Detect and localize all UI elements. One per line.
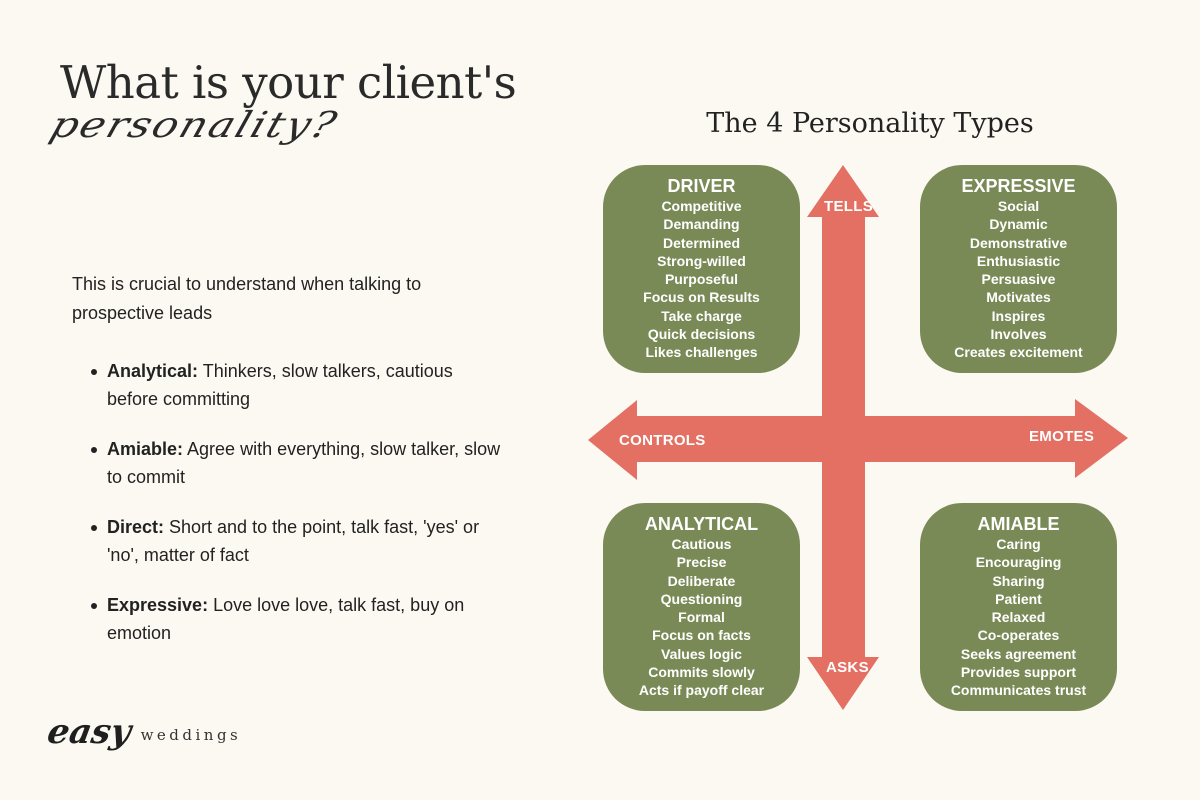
quadrant-title: ANALYTICAL bbox=[644, 514, 759, 534]
trait: Patient bbox=[995, 590, 1042, 607]
quadrant-driver: DRIVER Competitive Demanding Determined … bbox=[603, 165, 800, 373]
trait: Demanding bbox=[663, 216, 740, 233]
horizontal-arrow bbox=[588, 399, 1128, 480]
axis-label-asks: ASKS bbox=[826, 659, 869, 676]
quadrant-amiable: AMIABLE Caring Encouraging Sharing Patie… bbox=[920, 503, 1117, 711]
list-item: Direct: Short and to the point, talk fas… bbox=[88, 513, 508, 569]
trait: Persuasive bbox=[981, 271, 1056, 288]
trait: Enthusiastic bbox=[976, 252, 1061, 269]
trait: Likes challenges bbox=[645, 344, 758, 361]
trait: Caring bbox=[996, 536, 1041, 552]
trait: Communicates trust bbox=[950, 682, 1087, 699]
list-item: Analytical: Thinkers, slow talkers, caut… bbox=[88, 357, 508, 413]
trait: Values logic bbox=[661, 645, 742, 662]
trait: Relaxed bbox=[991, 609, 1046, 626]
trait: Determined bbox=[662, 234, 741, 251]
trait: Precise bbox=[676, 554, 727, 571]
trait: Demonstrative bbox=[969, 234, 1068, 251]
trait: Acts if payoff clear bbox=[638, 682, 765, 699]
list-item-text: Love love love, talk fast, buy on emotio… bbox=[107, 595, 465, 643]
trait: Formal bbox=[678, 609, 725, 626]
list-item: Expressive: Love love love, talk fast, b… bbox=[88, 591, 508, 647]
trait: Strong-willed bbox=[657, 252, 746, 269]
quadrant-analytical: ANALYTICAL Cautious Precise Deliberate Q… bbox=[603, 503, 800, 711]
axis-label-emotes: EMOTES bbox=[1029, 428, 1095, 445]
trait: Competitive bbox=[661, 198, 742, 214]
axis-label-tells: TELLS bbox=[824, 198, 873, 215]
trait: Co-operates bbox=[977, 627, 1060, 644]
list-item-text: Short and to the point, talk fast, 'yes'… bbox=[107, 517, 480, 565]
trait: Focus on Results bbox=[643, 289, 760, 306]
page-title: What is your client's bbox=[60, 56, 517, 109]
trait: Cautious bbox=[671, 536, 732, 552]
list-item-text: Agree with everything, slow talker, slow… bbox=[107, 439, 501, 487]
list-item-text: Thinkers, slow talkers, cautious before … bbox=[107, 361, 453, 409]
axis-label-controls: CONTROLS bbox=[619, 432, 706, 449]
trait: Focus on facts bbox=[652, 627, 751, 644]
list-item-label: Direct: bbox=[107, 517, 165, 537]
logo-weddings: weddings bbox=[140, 726, 242, 744]
trait: Provides support bbox=[960, 664, 1077, 681]
intro-text: This is crucial to understand when talki… bbox=[72, 274, 422, 323]
list-item-label: Amiable: bbox=[107, 439, 184, 459]
logo-easy: easy bbox=[44, 712, 135, 752]
trait: Seeks agreement bbox=[960, 645, 1077, 662]
personality-list: Analytical: Thinkers, slow talkers, caut… bbox=[88, 357, 508, 669]
quadrant-expressive: EXPRESSIVE Social Dynamic Demonstrative … bbox=[920, 165, 1117, 373]
trait: Commits slowly bbox=[648, 664, 755, 681]
trait: Deliberate bbox=[667, 572, 736, 589]
trait: Creates excitement bbox=[954, 344, 1083, 361]
list-item-label: Expressive: bbox=[107, 595, 209, 615]
trait: Quick decisions bbox=[647, 326, 756, 343]
easy-weddings-logo: easy weddings bbox=[44, 712, 242, 752]
trait: Purposeful bbox=[664, 271, 739, 288]
trait: Take charge bbox=[661, 307, 742, 324]
diagram-title: The 4 Personality Types bbox=[706, 108, 1034, 139]
list-item: Amiable: Agree with everything, slow tal… bbox=[88, 435, 508, 491]
trait: Sharing bbox=[992, 572, 1045, 589]
trait: Motivates bbox=[986, 289, 1051, 306]
trait: Questioning bbox=[660, 590, 743, 607]
quadrant-title: DRIVER bbox=[667, 176, 736, 196]
list-item-label: Analytical: bbox=[107, 361, 199, 381]
quadrant-title: AMIABLE bbox=[977, 514, 1060, 534]
trait: Social bbox=[997, 198, 1040, 214]
trait: Involves bbox=[990, 326, 1047, 343]
trait: Encouraging bbox=[975, 554, 1062, 571]
trait: Dynamic bbox=[989, 216, 1048, 233]
trait: Inspires bbox=[991, 307, 1046, 324]
quadrant-title: EXPRESSIVE bbox=[961, 176, 1076, 196]
